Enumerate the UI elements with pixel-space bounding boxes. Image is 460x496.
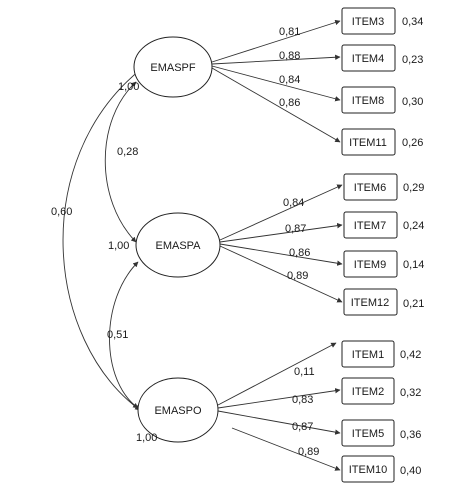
loading-arrow-item3 bbox=[211, 19, 341, 63]
factor-emaspa: EMASPA bbox=[135, 212, 221, 278]
item-rect bbox=[343, 288, 398, 316]
item-rect bbox=[341, 455, 395, 483]
item-rect bbox=[341, 7, 396, 35]
correlation-label-emaspf-emaspa: 0,28 bbox=[117, 146, 138, 158]
item-label: ITEM8 bbox=[352, 95, 384, 107]
item-label: ITEM3 bbox=[352, 16, 384, 28]
item-box-item9: ITEM9 bbox=[343, 250, 398, 278]
error-label-item1: 0,42 bbox=[400, 349, 421, 361]
error-label-item12: 0,21 bbox=[403, 298, 424, 310]
variance-label-emaspo: 1,00 bbox=[136, 432, 157, 444]
error-label-item10: 0,40 bbox=[400, 465, 421, 477]
loading-label-item4: 0,88 bbox=[279, 50, 300, 62]
factor-emaspf: EMASPF bbox=[133, 36, 213, 98]
variance-label-emaspf: 1,00 bbox=[118, 81, 139, 93]
loading-arrow-item11 bbox=[211, 67, 341, 143]
loading-arrow-item10 bbox=[231, 427, 341, 471]
loading-label-item9: 0,86 bbox=[289, 247, 310, 259]
item-rect bbox=[341, 86, 396, 114]
item-label: ITEM6 bbox=[354, 182, 386, 194]
error-label-item8: 0,30 bbox=[402, 96, 423, 108]
item-rect bbox=[341, 419, 395, 447]
loading-arrow-item1 bbox=[217, 342, 337, 406]
item-rect bbox=[341, 377, 395, 405]
loading-label-item8: 0,84 bbox=[279, 74, 300, 86]
loading-label-item12: 0,89 bbox=[287, 270, 308, 282]
item-box-item3: ITEM3 bbox=[341, 7, 396, 35]
item-label: ITEM11 bbox=[349, 137, 387, 149]
item-label: ITEM4 bbox=[352, 53, 384, 65]
correlation-arc-emaspf-emaspo bbox=[62, 69, 141, 411]
loading-label-item3: 0,81 bbox=[279, 26, 300, 38]
item-box-item2: ITEM2 bbox=[341, 377, 395, 405]
factor-ellipse bbox=[137, 377, 219, 443]
item-label: ITEM10 bbox=[349, 464, 388, 476]
item-rect bbox=[341, 128, 396, 156]
item-box-item7: ITEM7 bbox=[343, 211, 398, 239]
item-rect bbox=[343, 211, 398, 239]
error-label-item6: 0,29 bbox=[403, 182, 424, 194]
factor-ellipse bbox=[133, 36, 213, 98]
error-label-item9: 0,14 bbox=[403, 259, 424, 271]
item-rect bbox=[343, 250, 398, 278]
item-label: ITEM7 bbox=[354, 220, 386, 232]
item-label: ITEM2 bbox=[352, 386, 384, 398]
item-box-item1: ITEM1 bbox=[341, 340, 395, 368]
item-rect bbox=[343, 173, 398, 201]
loading-arrow-item7 bbox=[219, 222, 343, 243]
correlation-label-emaspf-emaspo: 0,60 bbox=[51, 206, 72, 218]
item-label: ITEM1 bbox=[352, 349, 384, 361]
loading-label-item7: 0,87 bbox=[285, 223, 306, 235]
loading-label-item11: 0,86 bbox=[279, 97, 300, 109]
loading-arrow-item4 bbox=[211, 54, 341, 65]
loading-label-item1: 0,11 bbox=[294, 366, 315, 378]
factor-label: EMASPA bbox=[155, 240, 201, 252]
variance-label-emaspa: 1,00 bbox=[108, 240, 129, 252]
item-box-item6: ITEM6 bbox=[343, 173, 398, 201]
loading-arrow-item8 bbox=[211, 65, 341, 102]
item-box-item11: ITEM11 bbox=[341, 128, 396, 156]
loading-arrow-item6 bbox=[219, 184, 343, 241]
loading-label-item6: 0,84 bbox=[283, 197, 304, 209]
loading-arrow-item2 bbox=[217, 388, 341, 409]
loading-arrow-item12 bbox=[219, 245, 343, 303]
factor-ellipse bbox=[135, 212, 221, 278]
factor-emaspo: EMASPO bbox=[137, 377, 219, 443]
item-box-item5: ITEM5 bbox=[341, 419, 395, 447]
item-rect bbox=[341, 340, 395, 368]
loading-label-item2: 0,83 bbox=[292, 394, 313, 406]
error-label-item4: 0,23 bbox=[402, 54, 423, 66]
loading-label-item10: 0,89 bbox=[298, 446, 319, 458]
factor-label: EMASPO bbox=[154, 405, 202, 417]
error-label-item7: 0,24 bbox=[403, 220, 424, 232]
item-rect bbox=[341, 44, 396, 72]
error-label-item11: 0,26 bbox=[402, 137, 423, 149]
loading-arrow-item5 bbox=[217, 410, 341, 435]
loading-label-item5: 0,87 bbox=[292, 421, 313, 433]
correlation-arc-emaspa-emaspo bbox=[109, 261, 139, 409]
correlation-arc-emaspf-emaspa bbox=[104, 81, 137, 243]
item-label: ITEM9 bbox=[354, 259, 386, 271]
item-label: ITEM12 bbox=[351, 297, 390, 309]
factor-label: EMASPF bbox=[150, 62, 196, 74]
item-box-item4: ITEM4 bbox=[341, 44, 396, 72]
item-label: ITEM5 bbox=[352, 428, 384, 440]
loading-arrow-item9 bbox=[219, 243, 343, 266]
error-label-item5: 0,36 bbox=[400, 429, 421, 441]
error-label-item2: 0,32 bbox=[400, 387, 421, 399]
error-label-item3: 0,34 bbox=[402, 16, 423, 28]
item-box-item8: ITEM8 bbox=[341, 86, 396, 114]
item-box-item10: ITEM10 bbox=[341, 455, 395, 483]
correlation-label-emaspa-emaspo: 0,51 bbox=[107, 329, 128, 341]
item-box-item12: ITEM12 bbox=[343, 288, 398, 316]
